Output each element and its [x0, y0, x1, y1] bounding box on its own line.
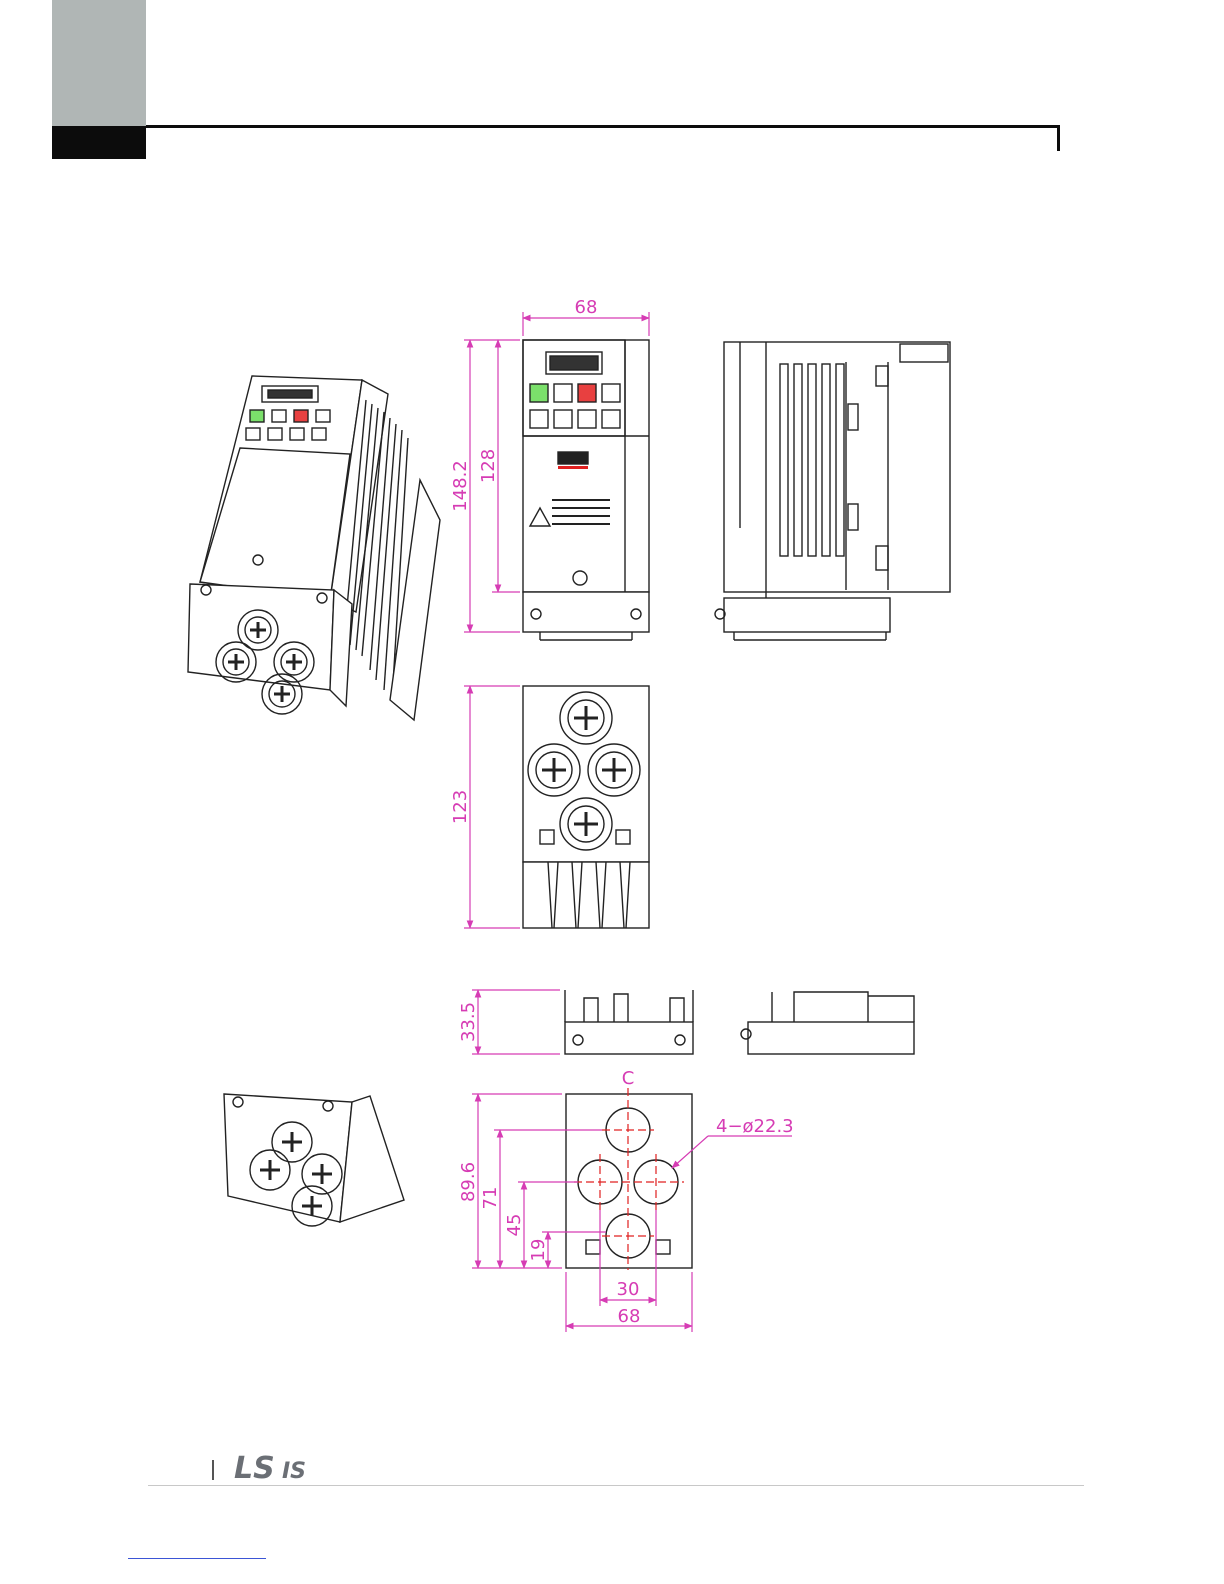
svg-text:IS: IS — [282, 1459, 306, 1484]
centerline-symbol: C — [622, 1068, 635, 1089]
footer-rule — [148, 1485, 1084, 1486]
isometric-inverter-view — [188, 376, 440, 720]
svg-text:LS: LS — [234, 1451, 275, 1486]
dim-bottom-view-height: 123 — [450, 790, 471, 824]
conduit-plate-front — [565, 990, 693, 1054]
dim-front-height-body: 128 — [478, 449, 499, 483]
dim-hole-callout: 4−ø22.3 — [716, 1116, 794, 1137]
dim-plate-depth: 33.5 — [458, 1002, 479, 1042]
dim-front-height-total: 148.2 — [450, 460, 471, 512]
dim-plate-width: 68 — [618, 1306, 641, 1327]
conduit-plate-side — [741, 992, 914, 1054]
dim-hole-row-1: 71 — [480, 1187, 501, 1210]
footer-divider — [212, 1460, 214, 1480]
dim-hole-spacing: 30 — [617, 1279, 640, 1300]
bottom-view — [523, 686, 649, 928]
front-view — [523, 340, 649, 640]
page-link-underline[interactable] — [128, 1558, 266, 1559]
dim-plate-height: 89.6 — [458, 1162, 479, 1202]
dim-hole-row-3: 19 — [528, 1239, 549, 1262]
conduit-plate-isometric — [224, 1094, 404, 1226]
dim-hole-row-2: 45 — [504, 1214, 525, 1237]
ls-is-logo: LS IS — [234, 1448, 330, 1488]
side-view — [715, 342, 950, 640]
conduit-plate-hole-layout — [566, 1094, 692, 1268]
dim-front-width: 68 — [575, 297, 598, 318]
